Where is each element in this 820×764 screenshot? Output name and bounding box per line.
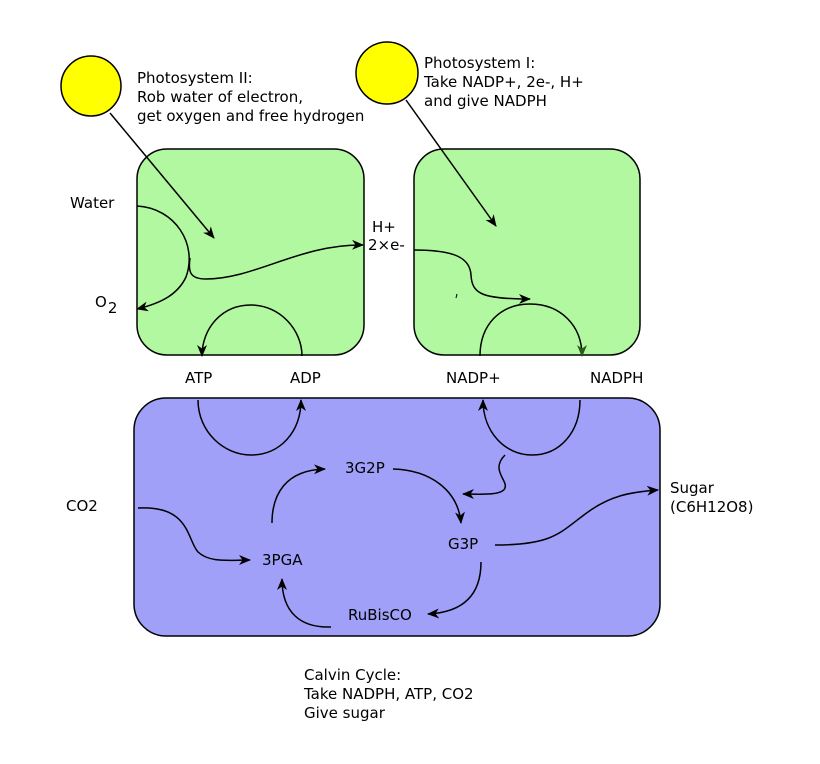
photosystem-i-line-3: and give NADPH [424,92,547,110]
sun-icon-photosystem-ii [60,55,122,117]
photosystem-i-box [413,148,641,356]
g3p-to-sugar-arrow [494,485,659,546]
photosystem-ii-title: Photosystem II: [137,69,253,87]
3g2p-to-g3p-arrow [392,468,465,524]
tick-mark [455,293,458,299]
3pga-to-3g2p-arrow [271,464,326,524]
water-label: Water [70,194,115,212]
sun-icon-photosystem-i [355,41,419,105]
atp-adp-arc [197,399,306,456]
nadph-to-g3p-arrow [462,454,506,500]
calvin-cycle-title: Calvin Cycle: [304,666,402,684]
nadph-label: NADPH [590,369,644,387]
3pga-label: 3PGA [262,551,303,569]
calvin-cycle-caption: Calvin Cycle: Take NADPH, ATP, CO2 Give … [304,666,474,723]
photosystem-i-title: Photosystem I: [424,54,536,72]
photosystem-i-caption: Photosystem I: Take NADP+, 2e-, H+ and g… [424,54,584,111]
photosystem-i-line-2: Take NADP+, 2e-, H+ [424,73,584,91]
rubisco-to-3pga-arrow [277,578,332,628]
co2-to-3pga-arrow [137,507,251,566]
light-arrow-photosystem-ii [109,112,215,239]
o2-label-sub: 2 [107,299,118,317]
g3p-label: G3P [448,535,479,553]
light-arrow-photosystem-i [405,99,497,227]
adp-label: ADP [290,369,321,387]
co2-label: CO2 [66,497,98,515]
nadp-nadph-arc [479,303,587,357]
nadph-nadp-arc [478,399,581,456]
nadp-plus-label: NADP+ [446,369,501,387]
electron-path-ps2 [188,239,364,280]
electrons-label: 2×e- [368,236,405,254]
photosystem-ii-line-2: Rob water of electron, [137,88,303,106]
atp-label: ATP [185,369,213,387]
adp-atp-arc [197,304,303,357]
calvin-cycle-line-2: Take NADPH, ATP, CO2 [304,685,474,703]
photosystem-ii-caption: Photosystem II: Rob water of electron, g… [137,69,364,126]
sugar-caption: Sugar (C6H12O8) [670,479,753,517]
h-plus-label: H+ [372,218,396,236]
water-split-arrow [136,205,190,312]
sugar-label: Sugar [670,479,714,497]
photosystem-ii-box [136,148,365,356]
g3p-to-rubisco-arrow [427,561,482,619]
o2-label-main: O [95,293,107,311]
sugar-formula-label: (C6H12O8) [670,498,754,516]
calvin-cycle-line-3: Give sugar [304,704,385,722]
calvin-cycle-box [133,397,661,637]
electron-path-ps1 [413,249,531,304]
rubisco-label: RuBisCO [348,606,412,624]
3g2p-label: 3G2P [345,459,385,477]
photosystem-ii-line-3: get oxygen and free hydrogen [137,107,365,125]
o2-label: O2 [95,293,117,317]
